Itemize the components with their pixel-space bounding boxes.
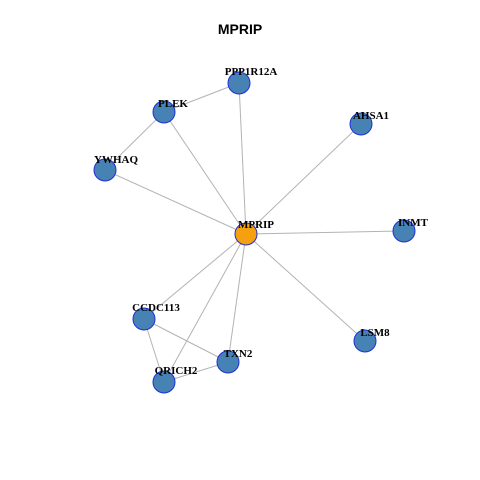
edge-mprip-ppp1r12a [238, 82, 247, 235]
node-label-ywhaq: YWHAQ [94, 154, 138, 166]
diagram-title: MPRIP [217, 21, 263, 37]
edge-ccdc113-txn2 [143, 318, 229, 363]
node-ccdc113 [132, 307, 156, 331]
edge-plek-ywhaq [104, 111, 165, 171]
node-layer [93, 71, 416, 394]
node-label-ppp1r12a: PPP1R12A [225, 66, 278, 78]
node-label-ccdc113: CCDC113 [132, 302, 180, 314]
node-qrich2 [152, 370, 176, 394]
node-label-inmt: INMT [398, 217, 429, 229]
node-label-qrich2: QRICH2 [155, 365, 198, 377]
edge-mprip-ccdc113 [143, 233, 247, 320]
node-ppp1r12a [227, 71, 251, 95]
node-txn2 [216, 350, 240, 374]
edge-mprip-ywhaq [104, 169, 247, 235]
edge-mprip-ahsa1 [245, 123, 362, 235]
node-plek [152, 100, 176, 124]
edge-mprip-lsm8 [245, 233, 366, 342]
node-label-ahsa1: AHSA1 [353, 110, 389, 122]
node-label-lsm8: LSM8 [360, 327, 390, 339]
edge-mprip-txn2 [227, 233, 247, 363]
edge-plek-ppp1r12a [163, 82, 240, 113]
node-inmt [392, 219, 416, 243]
node-label-mprip: MPRIP [238, 219, 274, 231]
edge-mprip-qrich2 [163, 233, 247, 383]
node-mprip [234, 222, 258, 246]
node-label-txn2: TXN2 [224, 348, 253, 360]
node-ywhaq [93, 158, 117, 182]
edge-mprip-inmt [245, 230, 405, 235]
node-lsm8 [353, 329, 377, 353]
edge-mprip-plek [163, 111, 247, 235]
node-label-plek: PLEK [158, 98, 188, 110]
node-ahsa1 [349, 112, 373, 136]
